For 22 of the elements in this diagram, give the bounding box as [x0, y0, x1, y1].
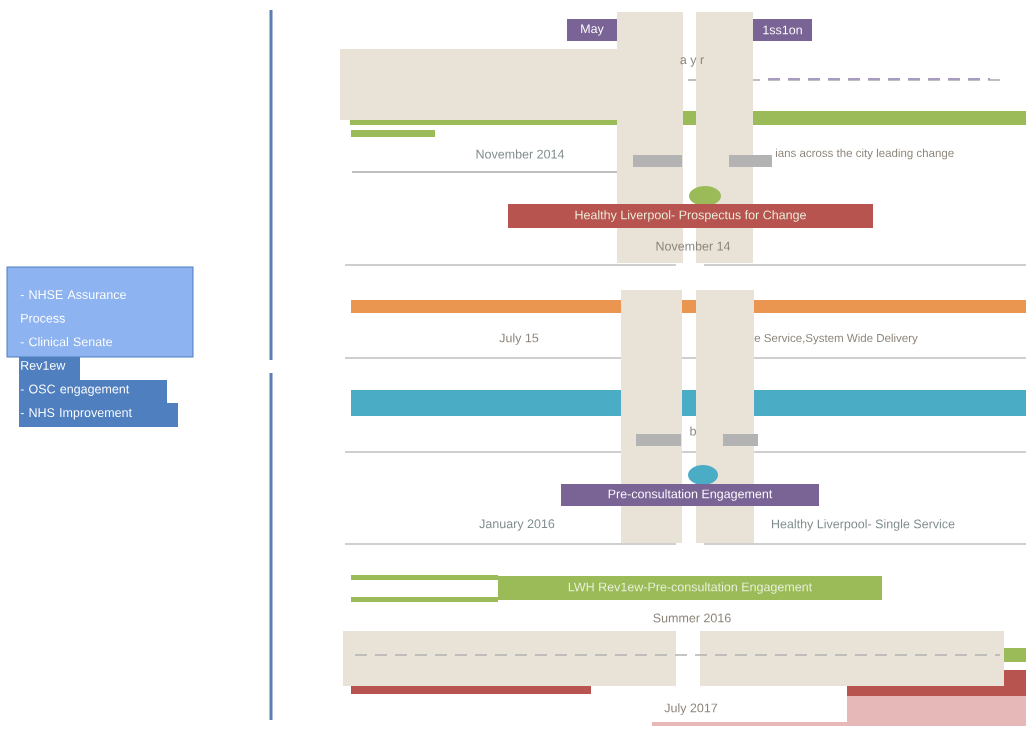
- timeline-label: Summer 2016: [653, 613, 731, 623]
- timeline-label: b: [690, 426, 696, 436]
- timeline-label: July 2017: [664, 703, 718, 715]
- timeline-label: e Service,System Wide Delivery: [754, 333, 918, 345]
- milestone-box: LWH Rev1ew-Pre-consultation Engagement: [498, 576, 882, 600]
- timeline-label: July 15: [499, 333, 539, 345]
- milestone-box: Pre-consultation Engagement: [561, 484, 819, 506]
- timeline-label: November 2014: [476, 149, 565, 159]
- timeline-label: November 14: [656, 241, 731, 251]
- title-box: May: [567, 19, 617, 41]
- milestone-dot: [689, 186, 721, 206]
- milestone-dot: [688, 465, 718, 485]
- node-label: Rev1ew: [21, 361, 66, 370]
- info-box: - NHSE Assurance Process - Clinical Senate Rev1ew - OSC engagement - NHS Improvement: [6, 266, 194, 427]
- timeline-label: Healthy Liverpool- Single Service: [771, 519, 955, 531]
- title-box: 1ss1on: [753, 19, 812, 41]
- timeline-label: a y r: [680, 57, 704, 67]
- node-label: - NHS Improvement: [20, 408, 132, 420]
- timeline-label: January 2016: [479, 519, 555, 531]
- milestone-box: Healthy Liverpool- Prospectus for Change: [508, 204, 873, 228]
- timeline-label: ians across the city leading change: [776, 148, 954, 160]
- node-label: - OSC engagement: [20, 384, 130, 396]
